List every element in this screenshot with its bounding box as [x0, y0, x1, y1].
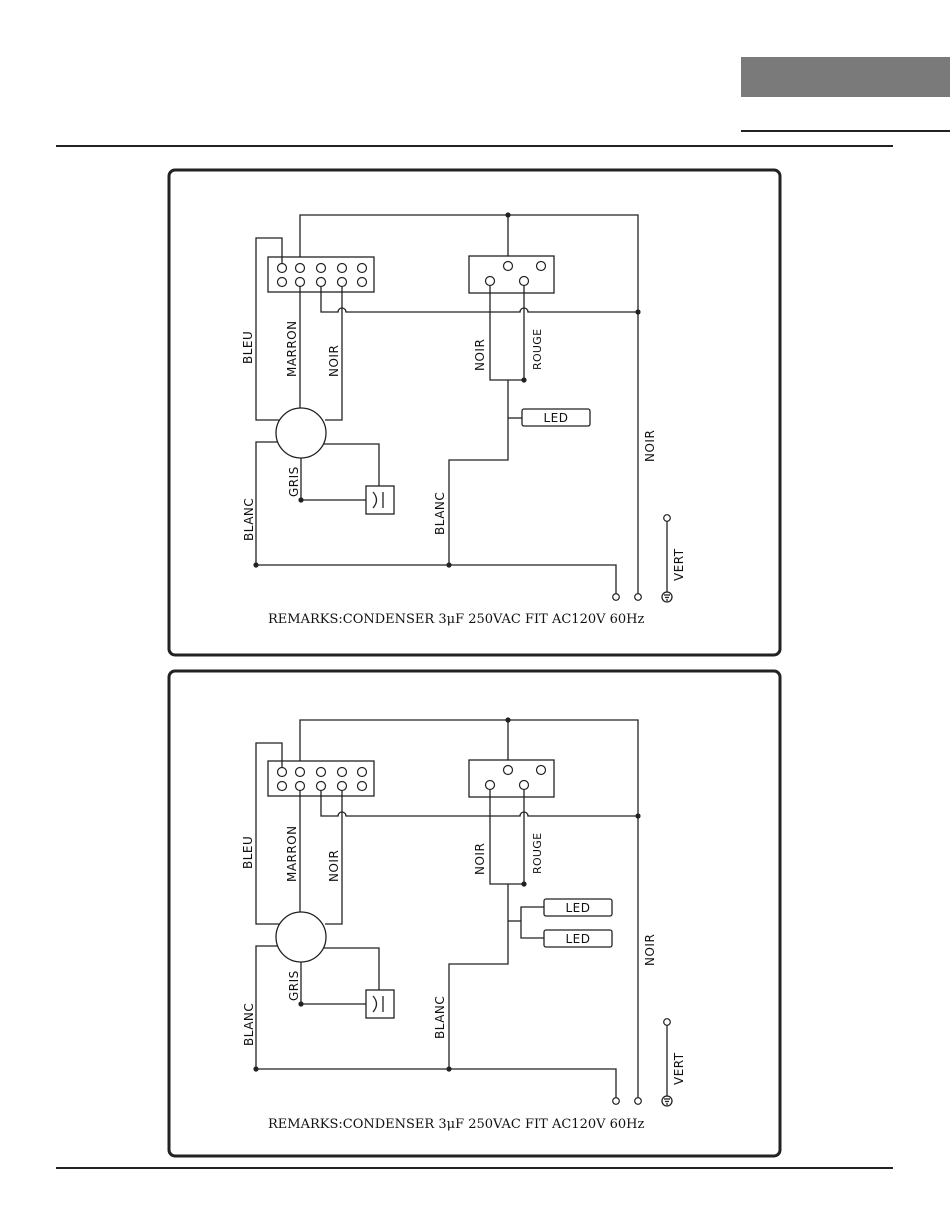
label-led-1: LED	[565, 901, 590, 915]
ground-icon	[662, 1096, 672, 1106]
label-vert: VERT	[672, 548, 686, 581]
label-gris: GRIS	[287, 970, 301, 1001]
diagram-frame	[169, 170, 780, 655]
wire-capacitor-top	[323, 444, 379, 486]
label-marron: MARRON	[285, 320, 299, 377]
wire-noir-switch	[490, 790, 524, 884]
label-blanc-left: BLANC	[242, 1003, 256, 1046]
wire-noir-switch	[490, 286, 524, 380]
junction-dot	[505, 717, 510, 722]
junction-dot	[505, 212, 510, 217]
remark-text: REMARKS:CONDENSER 3μF 250VAC FIT AC120V …	[268, 1117, 645, 1132]
junction-dot	[446, 562, 451, 567]
supply-terminal-blanc	[613, 594, 620, 601]
label-noir-switch: NOIR	[473, 843, 487, 875]
label-rouge: ROUGE	[531, 833, 544, 874]
wire-blanc-bottom	[256, 565, 616, 594]
wiring-diagram-2: BLEU MARRON NOIR NOIR ROUGE LED LED NOIR…	[169, 671, 780, 1156]
wire-led-feed	[449, 380, 508, 565]
supply-terminal-blanc	[613, 1098, 620, 1105]
label-blanc-mid: BLANC	[433, 996, 447, 1039]
capacitor-box	[366, 486, 394, 514]
label-noir-right: NOIR	[643, 430, 657, 462]
wire-blanc-left	[256, 442, 278, 565]
label-vert: VERT	[672, 1052, 686, 1085]
label-noir-motor: NOIR	[327, 345, 341, 377]
capacitor-box	[366, 990, 394, 1018]
junction-dot	[521, 377, 526, 382]
wire-blanc-bottom	[256, 1069, 616, 1098]
junction-dot	[253, 562, 258, 567]
label-noir-motor: NOIR	[327, 850, 341, 882]
junction-dot	[446, 1066, 451, 1071]
wire-blanc-left	[256, 946, 278, 1069]
label-marron: MARRON	[285, 825, 299, 882]
diagram-frame	[169, 671, 780, 1156]
wiring-diagram-1: BLEU MARRON NOIR NOIR ROUGE LED NOIR GRI…	[169, 170, 780, 655]
label-noir-right: NOIR	[643, 934, 657, 966]
wire-gris	[301, 962, 366, 1004]
wire-capacitor-top	[323, 948, 379, 990]
supply-terminal-noir	[635, 594, 642, 601]
junction-dot	[253, 1066, 258, 1071]
wire-led-fork	[521, 907, 544, 938]
remark-text: REMARKS:CONDENSER 3μF 250VAC FIT AC120V …	[268, 612, 645, 627]
wire-gris	[301, 458, 366, 500]
motor-circle	[276, 912, 326, 962]
ground-terminal	[664, 515, 671, 522]
wire-led-feed	[449, 884, 508, 1069]
label-gris: GRIS	[287, 466, 301, 497]
motor-circle	[276, 408, 326, 458]
section-tab	[741, 57, 950, 97]
supply-terminal-noir	[635, 1098, 642, 1105]
junction-dot	[521, 881, 526, 886]
junction-dot	[298, 497, 303, 502]
label-noir-switch: NOIR	[473, 339, 487, 371]
label-led-2: LED	[565, 932, 590, 946]
label-blanc-mid: BLANC	[433, 492, 447, 535]
label-blanc-left: BLANC	[242, 498, 256, 541]
label-bleu: BLEU	[241, 836, 255, 869]
ground-icon	[662, 592, 672, 602]
label-bleu: BLEU	[241, 331, 255, 364]
ground-terminal	[664, 1019, 671, 1026]
label-rouge: ROUGE	[531, 329, 544, 370]
junction-dot	[298, 1001, 303, 1006]
label-led: LED	[543, 411, 568, 425]
